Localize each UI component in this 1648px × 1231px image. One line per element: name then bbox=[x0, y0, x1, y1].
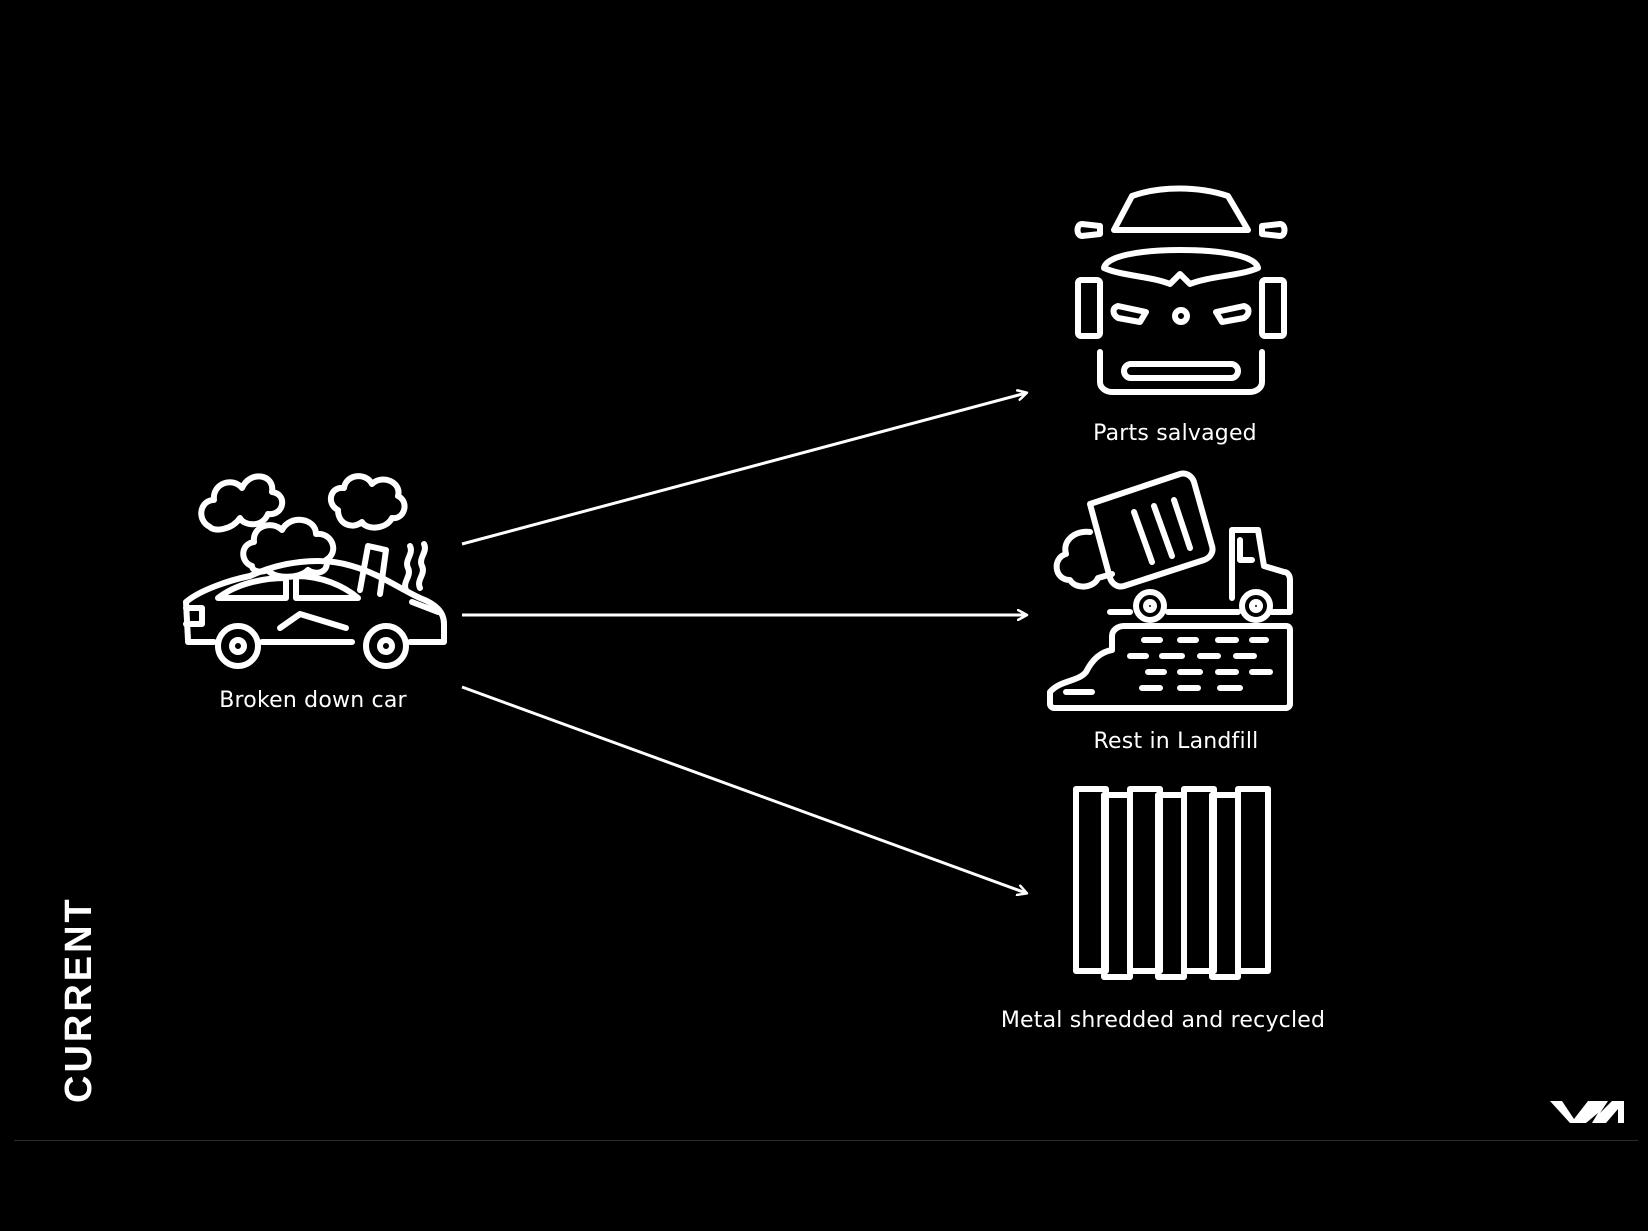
metal-sheets-icon bbox=[1073, 786, 1271, 980]
brand-logo-icon bbox=[1550, 1101, 1624, 1123]
section-label: CURRENT bbox=[58, 896, 100, 1103]
dump-truck-landfill-icon bbox=[1047, 470, 1293, 711]
broken-car-smoke-icon bbox=[183, 473, 447, 669]
outcome-label-parts: Parts salvaged bbox=[1093, 421, 1257, 446]
arrow-to-metal-recycled bbox=[461, 685, 1026, 893]
source-node-label: Broken down car bbox=[219, 688, 407, 713]
car-front-parts-icon bbox=[1074, 185, 1288, 395]
arrow-to-parts-salvaged bbox=[461, 393, 1026, 546]
bottom-divider bbox=[14, 1140, 1638, 1141]
outcome-label-landfill: Rest in Landfill bbox=[1093, 729, 1259, 754]
outcome-label-metal: Metal shredded and recycled bbox=[1000, 1008, 1326, 1033]
